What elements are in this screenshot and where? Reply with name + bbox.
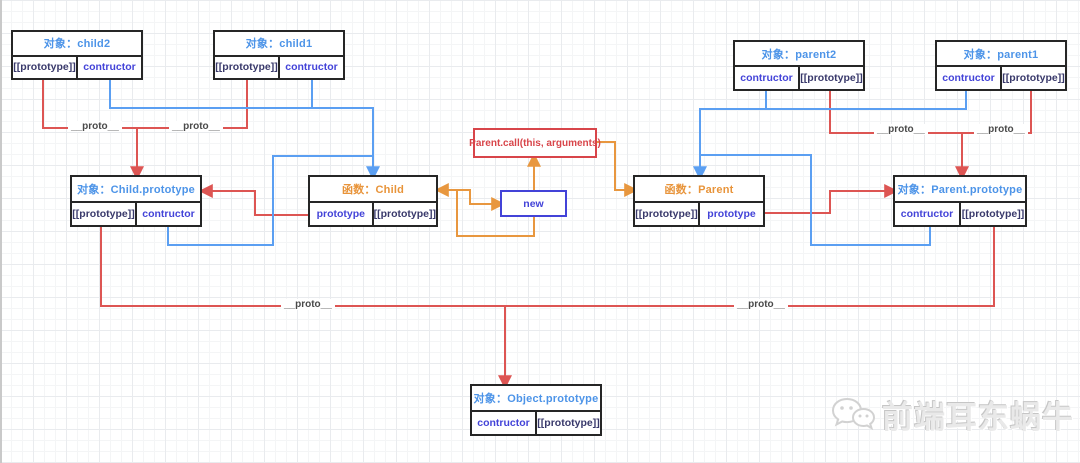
box-child2: 对象：child2 [[prototype]] contructor (11, 30, 143, 80)
box-parent-function: 函数：Parent [[prototype]] prototype (633, 175, 765, 227)
box-object-prototype-title: 对象：Object.prototype (472, 386, 600, 412)
proto-label-parent-chain: __proto__ (734, 299, 788, 310)
parent-function-prototype-cell: prototype (698, 202, 763, 226)
parent-prototype-prototype-slot: [[prototype]] (959, 202, 1025, 226)
child-function-prototype-slot: [[prototype]] (371, 202, 436, 226)
edge-child2-contructor-to-childfn (109, 80, 380, 181)
wechat-icon (831, 397, 876, 430)
proto-label-child-chain: __proto__ (281, 299, 335, 310)
watermark: 前端耳东蜗牛 (830, 392, 1074, 437)
parent-call-label: Parent.call(this, arguments) (469, 137, 601, 149)
box-child2-title: 对象：child2 (13, 32, 141, 57)
object-prototype-prototype-slot: [[prototype]] (535, 411, 600, 435)
edge-childfn-prototype-to-child-prototype (198, 184, 308, 216)
edge-childfn-to-new (457, 189, 506, 211)
box-child1-title: 对象：child1 (215, 32, 343, 57)
child1-contructor-cell: contructor (278, 56, 343, 79)
proto-label-parent2: __proto__ (874, 124, 928, 135)
parent1-contructor-cell: contructor (942, 72, 995, 85)
edge-childprototype-contructor-to-childfn (167, 155, 373, 246)
child-prototype-prototype-slot: [[prototype]] (72, 207, 135, 220)
child2-prototype-slot: [[prototype]] (13, 61, 76, 74)
edge-bottom-proto-rail (100, 227, 995, 307)
proto-label-child2: __proto__ (68, 121, 122, 132)
box-child-function: 函数：Child prototype [[prototype]] (308, 175, 438, 227)
parent-function-prototype-slot: [[prototype]] (635, 207, 698, 220)
box-child1: 对象：child1 [[prototype]] contructor (213, 30, 345, 80)
watermark-text: 前端耳东蜗牛 (882, 400, 1074, 435)
object-prototype-contructor-cell: contructor (477, 416, 530, 429)
left-edge-divider (0, 0, 2, 463)
proto-label-child1: __proto__ (169, 121, 223, 132)
edge-new-loop-to-childfn (434, 183, 535, 237)
parent-prototype-contructor-cell: contructor (900, 207, 954, 220)
box-parent2-title: 对象：parent2 (735, 42, 863, 68)
edge-parentprototype-contructor-to-parentfn (700, 154, 931, 246)
parent2-prototype-slot: [[prototype]] (798, 67, 863, 90)
child1-prototype-slot: [[prototype]] (215, 61, 278, 74)
child-prototype-contructor-cell: contructor (135, 202, 200, 226)
child2-contructor-cell: contructor (76, 56, 141, 79)
box-parent-prototype-title: 对象：Parent.prototype (895, 177, 1025, 203)
child-function-prototype-cell: prototype (316, 207, 365, 220)
edge-parentcall-to-parentfn (597, 141, 639, 197)
box-parent-function-title: 函数：Parent (635, 177, 763, 203)
edge-parentfn-prototype-to-parent-prototype (765, 184, 899, 214)
box-parent1-title: 对象：parent1 (937, 42, 1065, 68)
box-parent1: 对象：parent1 contructor [[prototype]] (935, 40, 1067, 91)
edge-parent1-contructor-to-parentfn (693, 91, 967, 181)
box-child-prototype-title: 对象：Child.prototype (72, 177, 200, 203)
parent-call-box: Parent.call(this, arguments) (469, 128, 601, 158)
parent1-prototype-slot: [[prototype]] (1000, 67, 1065, 90)
box-parent-prototype: 对象：Parent.prototype contructor [[prototy… (893, 175, 1027, 227)
box-child-prototype: 对象：Child.prototype [[prototype]] contruc… (70, 175, 202, 227)
box-parent2: 对象：parent2 contructor [[prototype]] (733, 40, 865, 91)
new-operator-label: new (523, 197, 544, 210)
proto-label-parent1: __proto__ (974, 124, 1028, 135)
box-child-function-title: 函数：Child (310, 177, 436, 203)
new-operator-box: new (500, 190, 567, 217)
parent2-contructor-cell: contructor (740, 72, 793, 85)
box-object-prototype: 对象：Object.prototype contructor [[prototy… (470, 384, 602, 436)
